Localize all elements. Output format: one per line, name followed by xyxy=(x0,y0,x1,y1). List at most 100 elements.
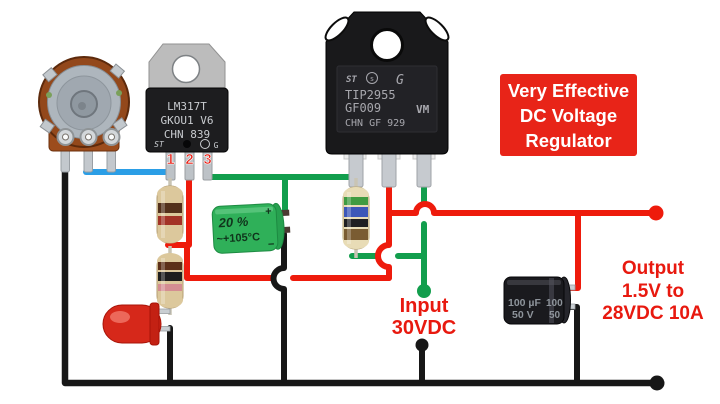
tip2955-marking-line2: GF009 xyxy=(345,101,381,115)
tip2955-notch-right xyxy=(424,16,450,42)
wire-green-input-rail xyxy=(203,174,355,214)
blackcap-marking-right2: 50 xyxy=(549,310,561,321)
resistor-r1-bulge-bottom xyxy=(157,227,183,243)
wire-green-input-drop xyxy=(349,179,427,290)
blackcap-marking-right1: 100 xyxy=(546,298,563,309)
lm317-marking-line2: GKOU1 V6 xyxy=(161,114,214,127)
input-label-line1: Input xyxy=(399,295,449,317)
greencap-marking-line2: ~+105°C xyxy=(216,231,260,245)
title-line-2: DC Voltage xyxy=(519,104,618,126)
resistor-r2-band-pink xyxy=(158,284,182,291)
tip2955-label-area xyxy=(336,65,438,133)
input-negative-terminal xyxy=(415,338,429,352)
resistor-r1-band-red xyxy=(158,216,182,225)
lm317-regulator: LM317T GKOU1 V6 CHN 839 ST G 1 2 3 xyxy=(145,43,229,181)
resistor-r1-highlight xyxy=(161,191,165,238)
lm317-st-logo: ST xyxy=(154,140,165,149)
output-label-line2: 1.5V to xyxy=(621,280,685,302)
wire-outputcap-ground xyxy=(565,304,580,383)
input-label-line2: 30VDC xyxy=(391,317,457,339)
pot-dot-left xyxy=(46,92,52,98)
pot-tab-se xyxy=(112,117,128,133)
blackcap-marking: 100 µF 50 V 100 50 xyxy=(508,297,563,321)
tip2955-marking: ST s G TIP2955 GF009 VM CHN GF 929 xyxy=(345,72,430,129)
resistor-r3-highlight xyxy=(347,192,351,244)
blackcap-marking-line1: 100 µF xyxy=(508,297,541,309)
lm317-marking: LM317T GKOU1 V6 CHN 839 ST G xyxy=(154,100,218,150)
potentiometer xyxy=(38,56,130,173)
wire-ground-bus xyxy=(61,162,661,387)
output-label-line1: Output xyxy=(621,258,685,279)
resistor-r3 xyxy=(342,178,370,258)
resistor-r2-band-brown xyxy=(158,262,182,270)
resistor-r3-band-green xyxy=(344,197,368,205)
title-box: Very Effective DC Voltage Regulator xyxy=(500,74,637,156)
tip2955-s-mark-circle xyxy=(366,72,378,84)
tip2955-mounting-hole xyxy=(370,28,404,62)
tip2955-st-logo: ST xyxy=(346,75,357,85)
resistor-r3-band-black xyxy=(344,219,368,227)
lm317-g-mark: G xyxy=(214,141,219,150)
resistor-r2-highlight xyxy=(161,258,165,304)
greencap-minus-mark: − xyxy=(268,238,275,250)
greencap-shine xyxy=(215,206,274,215)
tip2955-marking-line3: CHN GF 929 xyxy=(345,118,405,129)
capacitor-green: 20 % ~+105°C + − xyxy=(211,202,291,254)
title-line-1: Very Effective xyxy=(507,79,630,101)
lm317-mounting-hole xyxy=(171,54,201,84)
lm317-pin-label-1: 1 xyxy=(166,151,174,168)
tip2955-vm-mark: VM xyxy=(416,103,430,116)
lm317-pin-label-2: 2 xyxy=(185,151,193,168)
resistor-r1 xyxy=(156,178,184,244)
resistor-r3-band-gold xyxy=(344,229,368,240)
resistor-r2-bulge-bottom xyxy=(157,292,183,308)
led-lead-anode xyxy=(157,308,171,314)
led-red xyxy=(102,302,171,346)
pot-tab-ne xyxy=(109,63,126,79)
resistor-r1-band-brown xyxy=(158,203,182,213)
output-positive-terminal xyxy=(648,205,664,221)
pot-eyelet-hole-1 xyxy=(62,133,69,141)
pot-eyelet-hole-2 xyxy=(85,133,92,141)
resistor-r1-bulge-top xyxy=(157,186,183,202)
lm317-e-mark xyxy=(200,139,210,149)
lm317-body xyxy=(145,87,229,153)
output-negative-terminal xyxy=(649,375,665,391)
tip2955-g-mark: G xyxy=(396,73,404,88)
wire-red-divider xyxy=(165,155,392,281)
led-flange xyxy=(149,302,160,346)
pot-tab-nw xyxy=(42,67,58,83)
capacitor-black: 100 µF 50 V 100 50 xyxy=(503,276,576,325)
tip2955-s-mark: s xyxy=(370,75,374,83)
resistor-r2 xyxy=(156,246,184,315)
wire-greencap-ground xyxy=(270,231,287,383)
lm317-pin-numbers: 1 2 3 xyxy=(166,151,212,169)
pot-tab-sw xyxy=(39,118,56,134)
blackcap-marking-line2: 50 V xyxy=(512,309,534,321)
lm317-pin-label-3: 3 xyxy=(203,151,211,168)
lm317-marking-line3: CHN 839 xyxy=(164,128,210,141)
tip2955-transistor: ST s G TIP2955 GF009 VM CHN GF 929 xyxy=(324,11,450,188)
lm317-marking-line1: LM317T xyxy=(167,100,207,113)
blackcap-crimp xyxy=(549,278,554,323)
pot-dot-right xyxy=(116,90,122,96)
lm317-pin1-dot xyxy=(183,140,191,148)
greencap-marking-line1: 20 % xyxy=(217,214,249,231)
tip2955-marking-line1: TIP2955 xyxy=(345,88,396,102)
title-line-3: Regulator xyxy=(525,129,612,151)
resistor-r3-band-blue xyxy=(344,207,368,217)
output-label-line3: 28VDC 10A xyxy=(602,303,704,324)
led-highlight xyxy=(110,311,130,323)
greencap-body xyxy=(211,203,279,254)
tip2955-notch-left xyxy=(324,16,350,42)
blackcap-shine xyxy=(507,280,561,285)
input-label: Input 30VDC xyxy=(376,295,472,339)
pot-eyelet-hole-3 xyxy=(108,133,115,141)
pot-shaft-slot xyxy=(78,102,86,110)
greencap-plus-mark: + xyxy=(265,206,272,218)
output-label: Output 1.5V to 28VDC 10A xyxy=(594,258,712,326)
greencap-marking: 20 % ~+105°C + − xyxy=(216,206,275,251)
input-positive-terminal xyxy=(417,284,431,298)
